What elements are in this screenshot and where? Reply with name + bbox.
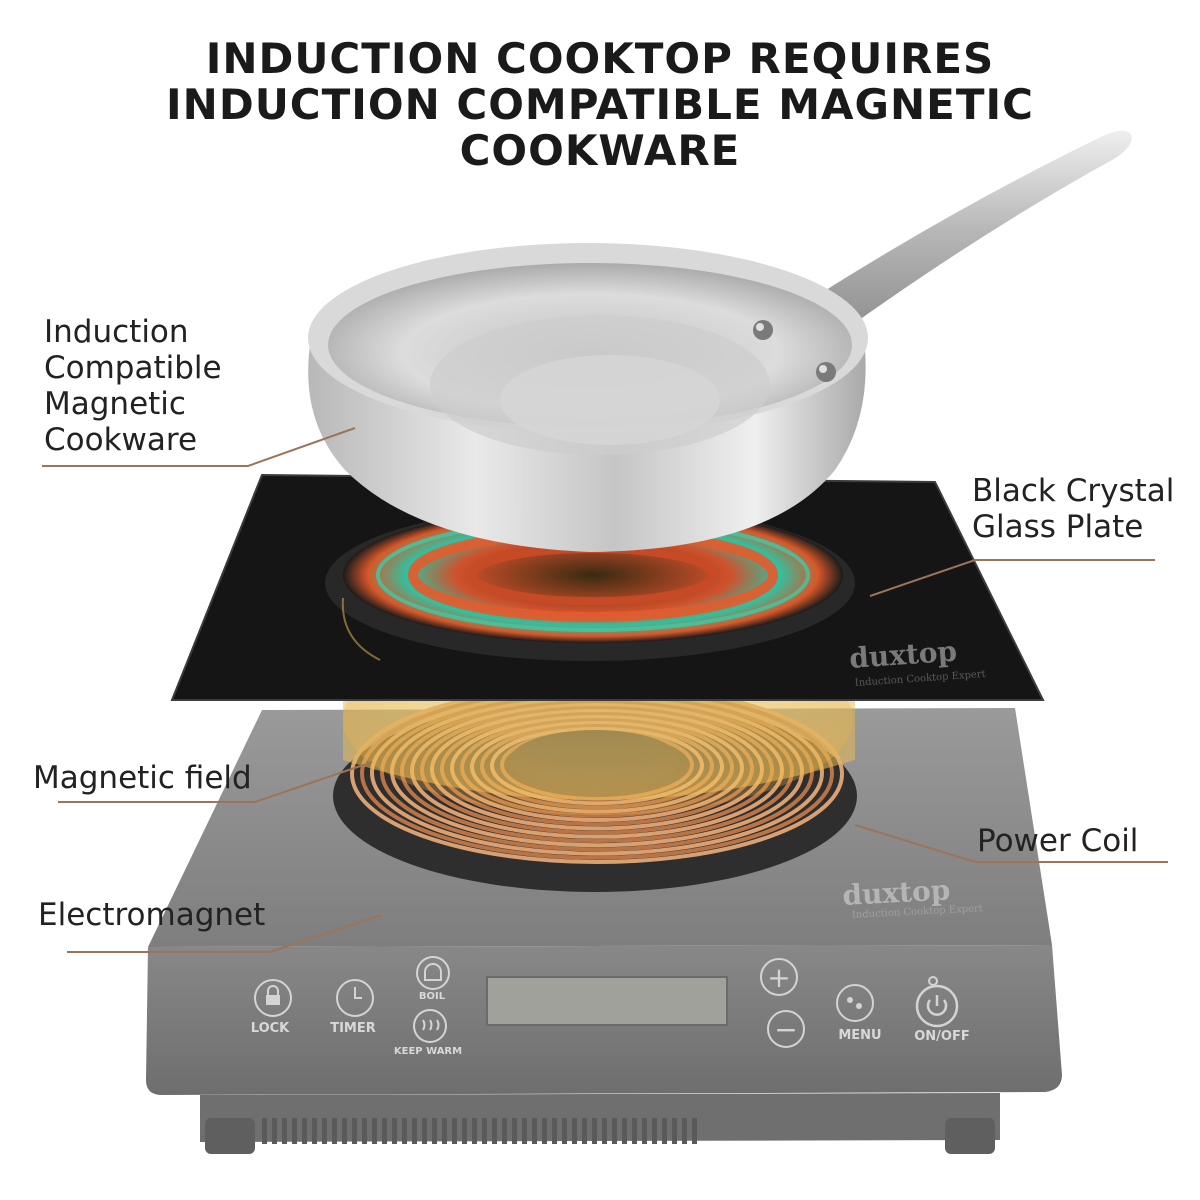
vent-slot (572, 1118, 577, 1144)
minus-button[interactable]: − (767, 1010, 805, 1048)
menu-icon (847, 997, 853, 1003)
vent-slot (412, 1118, 417, 1144)
leader-power-coil (854, 824, 1168, 863)
vent-slot (522, 1118, 527, 1144)
boil-button[interactable]: BOIL (416, 956, 450, 1002)
rivet-icon (816, 362, 836, 382)
lock-button[interactable]: LOCK (251, 979, 292, 1036)
glass-brand-logo: duxtop (848, 635, 958, 675)
vent-slot (602, 1118, 607, 1144)
vent-slot (402, 1118, 407, 1144)
vent-slot (482, 1118, 487, 1144)
vent-slot (322, 1118, 327, 1144)
boil-label: BOIL (419, 991, 446, 1002)
leader-electromagnet (67, 914, 383, 953)
rivet-icon (753, 320, 773, 340)
label-glass-plate-line: Black Crystal (972, 473, 1175, 509)
timer-button[interactable]: TIMER (330, 979, 376, 1036)
glass-plate (170, 473, 1045, 701)
vent-slot (332, 1118, 337, 1144)
vent-slot (672, 1118, 677, 1144)
label-electromagnet: Electromagnet (38, 897, 266, 933)
power-icon (926, 999, 948, 1016)
label-glass-plate-line: Glass Plate (972, 509, 1144, 545)
leader-lines (42, 427, 1168, 953)
vent-slot (462, 1118, 467, 1144)
label-glass-plate: Black Crystal Glass Plate (972, 473, 1174, 545)
menu-button[interactable]: MENU (836, 984, 882, 1043)
lock-label: LOCK (251, 1021, 290, 1036)
keep-warm-label: KEEP WARM (394, 1046, 462, 1057)
vent-slot (312, 1118, 317, 1144)
vent-slot (352, 1118, 357, 1144)
label-cookware-line: Induction (44, 314, 189, 350)
page-title: INDUCTION COOKTOP REQUIRES INDUCTION COM… (0, 36, 1200, 174)
vent-slot (562, 1118, 567, 1144)
vent-slot (632, 1118, 637, 1144)
control-panel: LOCK TIMER BOIL KEEP WARM + − (251, 956, 970, 1057)
vent-slot (302, 1118, 307, 1144)
vent-slot (652, 1118, 657, 1144)
plus-icon: + (767, 961, 790, 994)
keep-warm-button[interactable]: KEEP WARM (394, 1009, 462, 1057)
body-brand-logo: duxtop (842, 873, 951, 912)
vent-slot (532, 1118, 537, 1144)
timer-label: TIMER (330, 1021, 376, 1036)
vent-slot (692, 1118, 697, 1144)
vent-slot (382, 1118, 387, 1144)
vent-slot (492, 1118, 497, 1144)
vent-slot (472, 1118, 477, 1144)
vent-slot (262, 1118, 267, 1144)
vent-slot (362, 1118, 367, 1144)
frying-pan (308, 130, 1132, 552)
vent-slot (592, 1118, 597, 1144)
plus-button[interactable]: + (760, 958, 798, 996)
vent-slot (502, 1118, 507, 1144)
vent-slot (392, 1118, 397, 1144)
vent-slot (662, 1118, 667, 1144)
label-power-coil: Power Coil (977, 823, 1139, 859)
clock-icon (354, 987, 362, 999)
pan-handle (810, 130, 1132, 330)
vent-slot (452, 1118, 457, 1144)
vent-slot (282, 1118, 287, 1144)
menu-label: MENU (838, 1028, 881, 1043)
steam-icon (422, 1019, 440, 1031)
kettle-icon (424, 963, 442, 981)
vent-slots (262, 1118, 697, 1144)
vent-slot (512, 1118, 517, 1144)
vent-slot (422, 1118, 427, 1144)
leader-cookware (42, 427, 356, 467)
title-line-2: INDUCTION COMPATIBLE MAGNETIC (166, 80, 1034, 129)
vent-slot (582, 1118, 587, 1144)
vent-slot (622, 1118, 627, 1144)
label-cookware-line: Cookware (44, 422, 198, 458)
minus-icon: − (774, 1013, 797, 1046)
vent-slot (342, 1118, 347, 1144)
vent-slot (552, 1118, 557, 1144)
lock-icon (266, 995, 280, 1005)
title-line-3: COOKWARE (459, 126, 741, 175)
vent-slot (272, 1118, 277, 1144)
vent-slot (682, 1118, 687, 1144)
label-cookware-line: Compatible (44, 350, 222, 386)
vent-slot (292, 1118, 297, 1144)
lcd-display (486, 976, 728, 1026)
vent-slot (542, 1118, 547, 1144)
vent-slot (612, 1118, 617, 1144)
leader-magnetic-field (58, 761, 373, 803)
leader-glass-plate (869, 559, 1155, 597)
title-line-1: INDUCTION COOKTOP REQUIRES (205, 34, 995, 83)
label-cookware-line: Magnetic (44, 386, 186, 422)
label-cookware: Induction Compatible Magnetic Cookware (44, 314, 222, 458)
power-button[interactable]: ON/OFF (914, 976, 970, 1044)
vent-slot (442, 1118, 447, 1144)
vent-slot (372, 1118, 377, 1144)
vent-slot (642, 1118, 647, 1144)
vent-slot (432, 1118, 437, 1144)
on-off-label: ON/OFF (914, 1029, 970, 1044)
label-magnetic-field: Magnetic field (33, 760, 252, 796)
